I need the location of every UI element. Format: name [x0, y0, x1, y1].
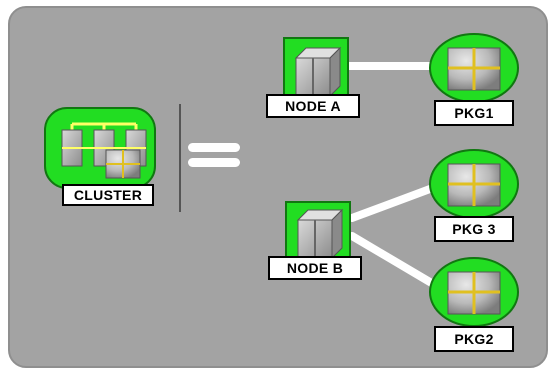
pkg3-label: PKG 3 — [434, 216, 514, 242]
pkg3-icon — [429, 149, 519, 219]
node-a-icon — [283, 37, 349, 98]
pkg2-icon — [429, 257, 519, 327]
cluster-icon — [44, 107, 156, 189]
node-a-label: NODE A — [266, 94, 360, 118]
edge-node-b-pkg2 — [348, 232, 444, 292]
pkg1-icon — [429, 33, 519, 103]
connectors — [344, 62, 444, 292]
pkg2-label: PKG2 — [434, 326, 514, 352]
cluster-label: CLUSTER — [62, 184, 154, 206]
node-b-label: NODE B — [268, 256, 362, 280]
edge-node-b-pkg3 — [348, 182, 442, 222]
equals-icon — [188, 143, 240, 167]
node-b-icon — [285, 201, 351, 260]
pkg1-label: PKG1 — [434, 100, 514, 126]
